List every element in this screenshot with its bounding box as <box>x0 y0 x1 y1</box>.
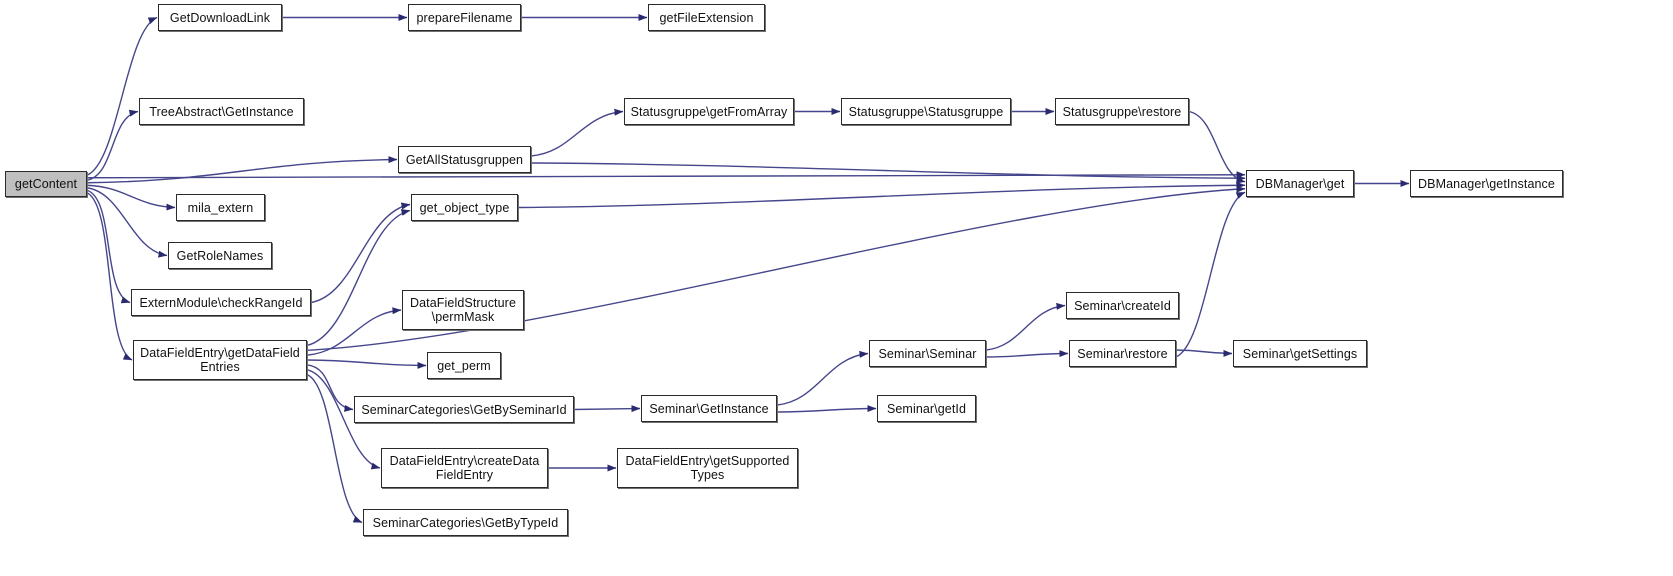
graph-node-SeminarCategoriesGetByTypeId[interactable]: SeminarCategories\GetByTypeId <box>363 509 568 536</box>
edge-SeminarCategoriesGetBySeminarId-to-SeminarGetInstance <box>573 405 641 413</box>
edge-DataFieldEntryGetDataFieldEntries-to-get_object_type <box>306 209 411 347</box>
graph-node-mila_extern[interactable]: mila_extern <box>176 194 265 221</box>
edge-getContent-to-GetRoleNames <box>86 187 168 258</box>
graph-node-DBManagerGet[interactable]: DBManager\get <box>1246 170 1354 197</box>
graph-node-SeminarGetSettings[interactable]: Seminar\getSettings <box>1233 340 1367 367</box>
edge-StatusgruppeRestore-to-DBManagerGet <box>1188 110 1246 184</box>
graph-node-DataFieldStructurePermMask[interactable]: DataFieldStructure \permMask <box>402 290 524 330</box>
edge-get_object_type-to-DBManagerGet <box>517 181 1246 209</box>
edge-getContent-to-GetDownloadLink <box>86 16 158 176</box>
graph-node-SeminarRestore[interactable]: Seminar\restore <box>1069 340 1176 367</box>
graph-node-SeminarGetId[interactable]: Seminar\getId <box>877 395 976 422</box>
edge-GetAllStatusgruppen-to-DBManagerGet <box>530 162 1246 182</box>
graph-node-SeminarSeminar[interactable]: Seminar\Seminar <box>869 340 986 367</box>
edge-DataFieldEntryGetDataFieldEntries-to-DataFieldStructurePermMask <box>306 307 402 356</box>
edge-SeminarGetInstance-to-SeminarSeminar <box>776 350 869 406</box>
edge-getContent-to-GetAllStatusgruppen <box>86 156 398 184</box>
edge-GetAllStatusgruppen-to-StatusgruppeGetFromArray <box>530 108 624 157</box>
graph-node-TreeAbstractGetInstance[interactable]: TreeAbstract\GetInstance <box>139 98 304 125</box>
graph-node-GetRoleNames[interactable]: GetRoleNames <box>168 242 272 269</box>
edge-SeminarGetInstance-to-SeminarGetId <box>776 405 877 413</box>
edge-SeminarSeminar-to-SeminarCreateId <box>985 302 1066 351</box>
graph-node-get_perm[interactable]: get_perm <box>427 352 501 379</box>
edge-getContent-to-ExternModuleCheckRangeId <box>86 189 131 304</box>
edge-DataFieldEntryGetDataFieldEntries-to-SeminarCategoriesGetBySeminarId <box>306 364 354 412</box>
edge-getContent-to-TreeAbstractGetInstance <box>86 109 139 181</box>
graph-node-DataFieldEntryCreateDataFieldEntry[interactable]: DataFieldEntry\createData FieldEntry <box>381 448 548 488</box>
edge-getContent-to-DataFieldEntryGetDataFieldEntries <box>86 192 133 361</box>
graph-node-StatusgruppeRestore[interactable]: Statusgruppe\restore <box>1055 98 1189 125</box>
edge-getContent-to-DBManagerGet <box>86 171 1246 179</box>
graph-node-getContent[interactable]: getContent <box>5 171 87 197</box>
edge-ExternModuleCheckRangeId-to-get_object_type <box>310 202 411 304</box>
edge-SeminarSeminar-to-SeminarRestore <box>985 350 1069 358</box>
graph-node-getFileExtension[interactable]: getFileExtension <box>648 4 765 31</box>
graph-node-prepareFilename[interactable]: prepareFilename <box>408 4 521 31</box>
graph-node-DataFieldEntryGetDataFieldEntries[interactable]: DataFieldEntry\getDataField Entries <box>133 340 307 380</box>
edge-getContent-to-mila_extern <box>86 184 176 211</box>
graph-node-StatusgruppeStatusgruppe[interactable]: Statusgruppe\Statusgruppe <box>841 98 1011 125</box>
graph-node-SeminarCreateId[interactable]: Seminar\createId <box>1066 292 1179 319</box>
graph-node-StatusgruppeGetFromArray[interactable]: Statusgruppe\getFromArray <box>624 98 794 125</box>
graph-node-DataFieldEntryGetSupportedTypes[interactable]: DataFieldEntry\getSupported Types <box>617 448 798 488</box>
graph-node-get_object_type[interactable]: get_object_type <box>411 194 518 221</box>
graph-node-SeminarCategoriesGetBySeminarId[interactable]: SeminarCategories\GetBySeminarId <box>354 396 574 423</box>
edge-SeminarRestore-to-DBManagerGet <box>1175 191 1246 358</box>
graph-node-GetAllStatusgruppen[interactable]: GetAllStatusgruppen <box>398 146 531 173</box>
graph-node-SeminarGetInstance[interactable]: Seminar\GetInstance <box>641 395 777 422</box>
edge-DataFieldEntryGetDataFieldEntries-to-get_perm <box>306 359 427 369</box>
graph-node-GetDownloadLink[interactable]: GetDownloadLink <box>158 4 282 31</box>
edge-SeminarRestore-to-SeminarGetSettings <box>1175 349 1233 357</box>
graph-node-DBManagerGetInstance[interactable]: DBManager\getInstance <box>1410 170 1563 197</box>
graph-node-ExternModuleCheckRangeId[interactable]: ExternModule\checkRangeId <box>131 289 311 316</box>
